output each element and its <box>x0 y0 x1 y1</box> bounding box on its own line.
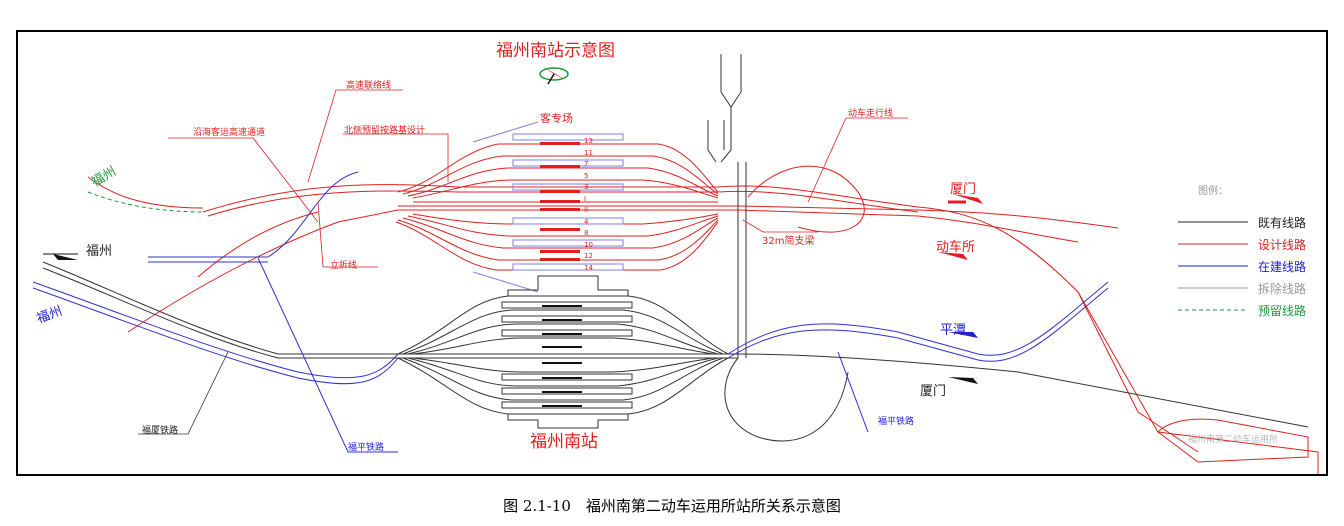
track-number: 4 <box>584 217 589 226</box>
track-number: 10 <box>584 240 593 249</box>
red-main-line-2 <box>207 190 919 217</box>
track-number: 11 <box>584 148 593 157</box>
yard-line-10 <box>402 217 719 249</box>
label-depot-red: 动车所 <box>936 240 976 255</box>
passenger-yard-red <box>87 143 1319 474</box>
track-number: 14 <box>584 263 593 272</box>
black-loop <box>724 357 849 442</box>
track-number: I <box>584 194 587 203</box>
black-yard-2 <box>402 309 724 355</box>
station-name: 福州南站 <box>530 432 598 452</box>
legend-lines <box>1178 221 1248 311</box>
emu-running-loop <box>747 165 865 233</box>
legend-item-demolished: 拆除线路 <box>1258 282 1307 296</box>
platforms-black <box>501 301 633 409</box>
construction-lines-blue <box>32 171 1109 453</box>
legend-item-existing: 既有线路 <box>1258 216 1307 230</box>
label-xiamen-red: 厦门 <box>950 182 977 197</box>
yard-line-14 <box>395 221 719 271</box>
label-turnback-line: 立折线 <box>330 261 358 271</box>
label-pingtan: 平潭 <box>940 323 967 338</box>
yard-line-4 <box>412 213 719 225</box>
platforms-red <box>472 121 624 293</box>
label-emu-running-line: 动车走行线 <box>848 109 894 119</box>
fuping-east <box>727 281 1109 356</box>
red-link <box>197 211 319 278</box>
label-xiamen-black: 厦门 <box>920 384 947 399</box>
yard-line-11 <box>402 155 719 195</box>
blue-link <box>148 171 359 258</box>
track-number: 3 <box>584 183 589 191</box>
legend-item-under-construction: 在建线路 <box>1258 260 1307 274</box>
diagram-title: 福州南站示意图 <box>496 41 615 61</box>
existing-lines-black <box>42 54 1309 442</box>
track-number: 8 <box>584 229 589 237</box>
diagram-frame: 福州南站示意图 福州南站 福州 福州 福州 厦门 动车所 平潭 厦门 沿海客运高… <box>16 30 1328 476</box>
track-number: 7 <box>584 160 589 168</box>
label-depot-faded: 福州南第二动车运用所 <box>1188 435 1279 445</box>
label-fuxia-railway: 福厦铁路 <box>142 426 179 436</box>
track-number: 5 <box>584 171 589 180</box>
yard-line-12 <box>397 219 719 261</box>
fuping-label-leader-2 <box>837 351 869 433</box>
yard-line-13 <box>397 143 719 193</box>
legend-item-reserved: 预留线路 <box>1258 304 1307 318</box>
train-markers-black <box>542 305 582 407</box>
label-leaders <box>168 89 908 268</box>
fuping-label-leader <box>257 257 398 453</box>
legend-title: 图例： <box>1198 186 1228 197</box>
yard-line-8 <box>407 215 719 237</box>
red-depot-line <box>737 209 1079 243</box>
red-xiamen-line <box>737 205 1119 229</box>
direction-arrows <box>43 194 983 384</box>
track-number: 13 <box>584 137 593 145</box>
depot-lead <box>1077 291 1319 474</box>
north-arrow-icon <box>539 66 569 85</box>
label-express-link: 高速联络线 <box>346 81 392 91</box>
black-yard-outer-top <box>397 295 729 355</box>
label-fuzhou-black: 福州 <box>86 244 113 259</box>
label-fuping-railway-1: 福平铁路 <box>348 443 385 453</box>
label-coastal-channel: 沿海客运高速通道 <box>193 128 266 138</box>
red-main-line-north <box>202 184 1199 453</box>
yard-line-7 <box>407 167 719 197</box>
track-layout-diagram <box>32 54 1319 474</box>
depot-outline <box>1157 418 1309 463</box>
label-north-reserve: 北侧预留按路基设计 <box>344 126 426 136</box>
figure-caption: 图 2.1-10 福州南第二动车运用所站所关系示意图 <box>503 497 841 515</box>
legend-item-designed: 设计线路 <box>1258 238 1307 252</box>
red-coastal-approach <box>87 176 204 209</box>
label-passenger-yard: 客专场 <box>540 112 573 125</box>
label-fuping-railway-2: 福平铁路 <box>878 417 915 427</box>
yard-line-5 <box>412 179 719 199</box>
reserved-line-green <box>87 191 204 213</box>
fuping-railway-west <box>32 281 399 379</box>
fuxia-leader <box>138 351 229 435</box>
label-bridge-32m: 32m简支梁 <box>762 236 815 247</box>
track-number-column: 13 11 7 5 3 I II 4 8 10 12 14 <box>584 136 600 274</box>
red-turnback-line <box>127 209 399 333</box>
track-number: II <box>584 206 589 214</box>
track-number: 12 <box>584 252 593 260</box>
train-markers-red <box>540 142 580 261</box>
fuxia-mainline-2 <box>42 267 738 359</box>
